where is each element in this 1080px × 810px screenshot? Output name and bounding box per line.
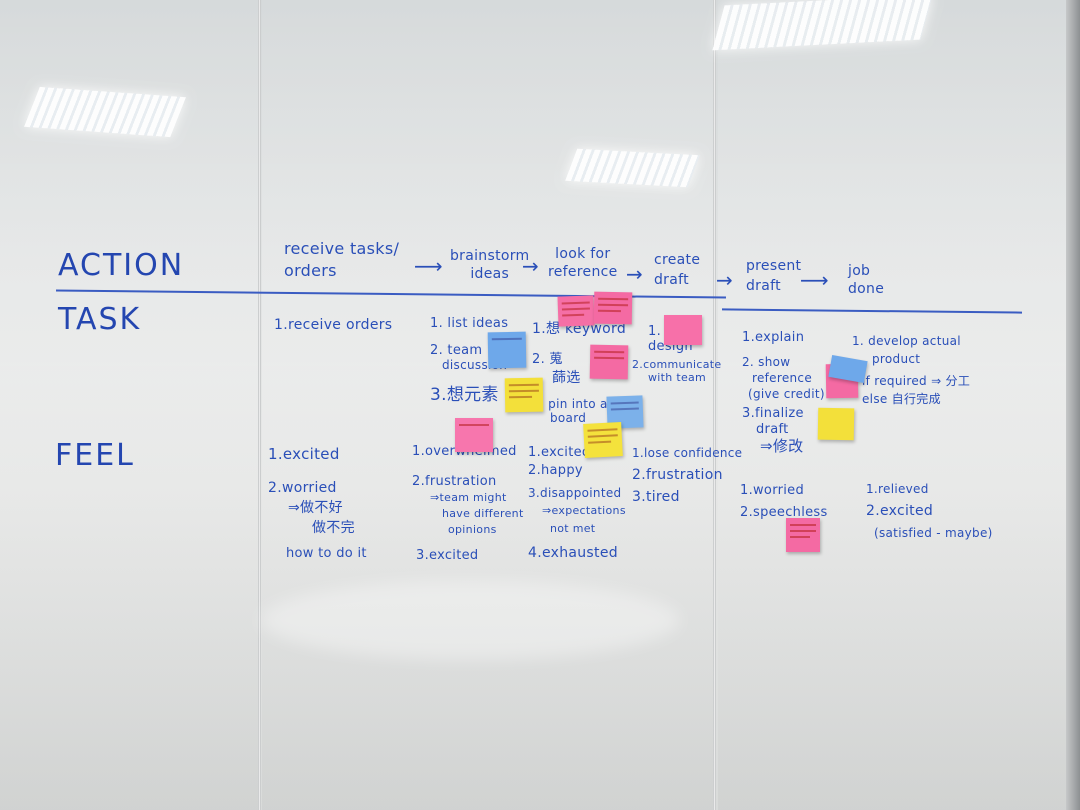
whiteboard-panel-1 [0,0,258,810]
feel-col2-item2b: ⇒team might [430,491,507,504]
task-col3-item3: 3. pin into a [532,397,608,411]
sticky-note-pink [455,418,493,452]
glare [260,580,680,660]
feel-col2-item2d: opinions [448,523,497,536]
task-col5-item1: 1.explain [742,330,805,345]
task-col3-item3b: board [550,411,587,425]
action-receive-line1: receive tasks/ [284,239,400,258]
arrow-icon: ⟶ [800,268,829,292]
sticky-note-pink [589,344,629,380]
task-col3-item2: 2. 蒐 [532,352,563,367]
feel-col5-item1: 1.worried [740,483,805,498]
feel-col6-item3: (satisfied - maybe) [874,526,993,540]
feel-col1: 1.excited 2.worried ⇒做不好 做不完 how to do i… [268,444,367,564]
feel-col5-item2: 2.speechless [740,505,828,520]
arrow-icon: → [716,268,733,292]
task-col6-item1: 1. develop actual [852,334,961,348]
task-col6-item1b: product [872,352,921,366]
task-col1: 1.receive orders [274,317,393,333]
action-present-line2: draft [746,278,781,294]
feel-col6-item2: 2.excited [866,503,934,519]
feel-col2: 1.overwhelmed 2.frustration ⇒team might … [412,444,524,564]
sticky-note-yellow [504,377,544,413]
sticky-note-pink [664,315,702,345]
feel-col6-item1: 1.relieved [866,482,929,496]
feel-col1-item1: 1.excited [268,445,340,463]
feel-col4-item3: 3.tired [632,489,680,505]
task-col2-item1: 1. list ideas [430,316,509,331]
action-create-line2: draft [654,272,689,288]
action-receive-line2: orders [284,261,337,280]
sticky-note-blue [487,331,527,369]
task-col5-item3c: ⇒修改 [760,437,804,455]
feel-col5: 1.worried 2.speechless [740,480,828,524]
feel-col1-item2c: 做不完 [312,520,355,536]
task-col4-item2: 2.communicate [632,358,722,371]
task-col5-item2: 2. show [742,355,791,369]
sticky-note-pink [557,295,595,327]
task-col3-item1: 1.想 keyword [532,321,627,337]
task-col2-item2: 2. team [430,343,483,358]
feel-col2-item2c: have different [442,507,524,520]
action-reference: look for reference [548,245,618,281]
row-label-action: ACTION [58,248,185,283]
feel-col3-item4: 4.exhausted [528,545,618,561]
task-col5-item2b: reference [752,371,812,385]
task-col6-item2: if required ⇒ 分工 [862,374,971,388]
feel-col3-item2: 2.happy [528,463,583,478]
arrow-icon: ⟶ [414,254,443,278]
feel-col2-item3: 3.excited [416,548,479,563]
arrow-icon: → [626,262,643,286]
task-col5: 1.explain 2. show reference (give credit… [742,330,825,454]
panel-seam-right [713,0,716,810]
feel-col4-item1: 1.lose confidence [632,446,743,460]
task-col5-item3: 3.finalize [742,406,804,421]
action-job-line1: job [848,263,871,279]
action-job: job done [848,262,884,298]
panel-seam-left [258,0,261,810]
feel-col3-item3: 3.disappointed [528,486,622,500]
row-label-feel: FEEL [55,438,135,473]
task-col5-item2c: (give credit) [748,387,825,401]
action-reference-line2: reference [548,264,618,280]
action-job-line2: done [848,281,885,297]
wall-edge [1066,0,1080,810]
row-label-task: TASK [58,302,142,337]
feel-col4-item2: 2.frustration [632,467,723,483]
feel-col3-item1: 1.excited [528,445,591,460]
feel-col2-item2: 2.frustration [412,474,497,489]
action-present-line1: present [746,258,802,274]
feel-col3: 1.excited 2.happy 3.disappointed ⇒expect… [528,444,626,562]
feel-col3-item3b: ⇒expectations [542,504,626,517]
arrow-icon: → [522,254,539,278]
action-brainstorm: brainstorm ideas [450,247,529,283]
feel-col4: 1.lose confidence 2.frustration 3.tired [632,442,742,508]
whiteboard-panel-2 [262,0,714,810]
action-brainstorm-line1: brainstorm [450,248,530,264]
sticky-note-yellow [583,422,623,458]
action-create-line1: create [654,252,701,268]
task-col2-item3: 3.想元素 [430,385,499,405]
ceiling-light-reflection [565,148,700,188]
task-col4-item2b: with team [648,371,707,384]
task-col6: 1. develop actual product if required ⇒ … [852,332,970,408]
feel-col6: 1.relieved 2.excited (satisfied - maybe) [866,478,993,544]
action-brainstorm-line2: ideas [470,266,510,282]
feel-col1-item3: how to do it [286,546,367,561]
task-col5-item3b: draft [756,422,789,437]
whiteboard-panel-3 [718,0,1066,810]
feel-col3-item3c: not met [550,522,596,535]
task-col3-item2b: 蒒选 [552,370,581,386]
feel-col1-item2b: ⇒做不好 [288,500,343,516]
action-create: create draft [654,250,700,290]
sticky-note-pink [786,518,820,552]
feel-col1-item2: 2.worried [268,480,337,496]
action-reference-line1: look for [555,246,611,262]
action-present: present draft [746,256,801,296]
task-col6-item3: else 自行完成 [862,392,941,406]
task-col3: 1.想 keyword 2. 蒐 蒒选 3. pin into a board [532,318,626,425]
sticky-note-pink [593,291,633,325]
sticky-note-yellow [817,407,855,441]
action-receive: receive tasks/ orders [284,238,399,282]
